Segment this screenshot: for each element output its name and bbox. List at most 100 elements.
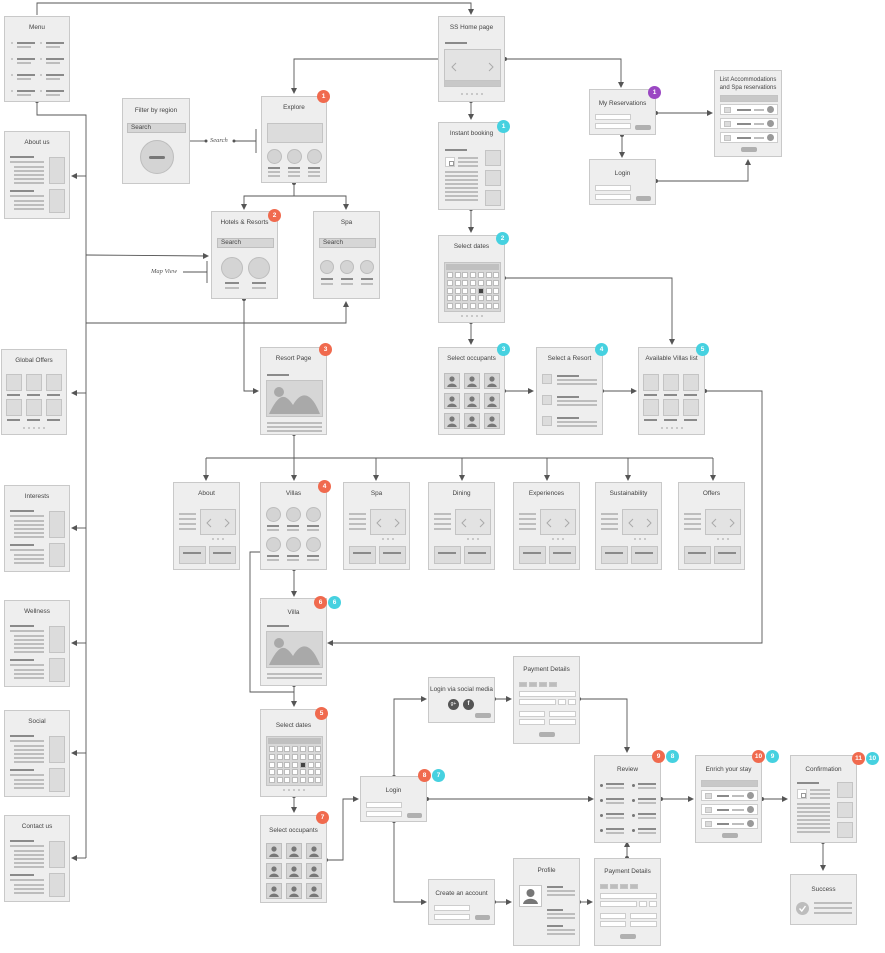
calendar-day-cell[interactable] <box>307 761 314 768</box>
screen-resort-page[interactable]: Resort Page <box>260 347 327 435</box>
calendar-day-cell[interactable] <box>470 303 477 310</box>
carousel[interactable] <box>370 509 406 535</box>
chevron-right-icon[interactable] <box>479 518 485 528</box>
person-icon[interactable] <box>286 843 302 859</box>
person-icon[interactable] <box>266 843 282 859</box>
screen-payment-top[interactable]: Payment Details <box>513 656 580 744</box>
screen-enrich-stay[interactable]: Enrich your stay <box>695 755 762 843</box>
calendar-day-cell[interactable] <box>493 287 500 294</box>
calendar-day-cell[interactable] <box>269 769 275 776</box>
content-tile[interactable] <box>714 546 741 564</box>
calendar-day-cell[interactable] <box>462 272 469 278</box>
close-icon[interactable] <box>767 106 774 113</box>
login-button[interactable] <box>407 813 422 818</box>
calendar-day-cell[interactable] <box>307 777 314 784</box>
calendar-day-cell[interactable] <box>292 777 299 784</box>
calendar-day-cell[interactable] <box>493 272 500 278</box>
pay-button[interactable] <box>620 934 636 939</box>
add-icon[interactable] <box>747 820 754 827</box>
screen-offers[interactable]: Offers <box>678 482 745 570</box>
chevron-right-icon[interactable] <box>394 518 400 528</box>
calendar-day-cell[interactable] <box>276 746 283 752</box>
screen-available-villas[interactable]: Available Villas list <box>638 347 705 435</box>
carousel[interactable] <box>622 509 658 535</box>
close-icon[interactable] <box>767 134 774 141</box>
screen-about-us[interactable]: About us <box>4 131 70 219</box>
calendar-day-cell[interactable] <box>477 295 484 302</box>
calendar-day-cell[interactable] <box>315 746 322 752</box>
chevron-left-icon[interactable] <box>628 518 634 528</box>
add-icon[interactable] <box>747 792 754 799</box>
person-icon[interactable] <box>484 413 500 429</box>
calendar-day-cell[interactable] <box>477 279 484 286</box>
close-icon[interactable] <box>767 120 774 127</box>
screen-hotels-resorts[interactable]: Hotels & Resorts Search <box>211 211 278 299</box>
screen-login-social[interactable]: Login via social media g+ f <box>428 677 495 723</box>
screen-login-top[interactable]: Login <box>589 159 656 205</box>
calendar-day-cell[interactable] <box>284 753 291 760</box>
content-tile[interactable] <box>179 546 206 564</box>
calendar-day-cell[interactable] <box>485 272 492 278</box>
calendar-day-cell[interactable] <box>462 295 469 302</box>
calendar-day-cell[interactable] <box>269 761 275 768</box>
calendar-day-cell[interactable] <box>454 272 461 278</box>
screen-confirmation[interactable]: Confirmation <box>790 755 857 843</box>
person-icon[interactable] <box>286 863 302 879</box>
content-tile[interactable] <box>601 546 628 564</box>
screen-spa[interactable]: Spa <box>343 482 410 570</box>
carousel[interactable] <box>705 509 741 535</box>
calendar-day-cell[interactable] <box>447 295 453 302</box>
add-icon[interactable] <box>747 806 754 813</box>
calendar-day-cell[interactable] <box>462 303 469 310</box>
calendar-day-cell[interactable] <box>454 303 461 310</box>
screen-wellness[interactable]: Wellness <box>4 600 70 687</box>
screen-spa-top[interactable]: Spa Search <box>313 211 380 299</box>
calendar-day-cell[interactable] <box>315 761 322 768</box>
screen-create-account[interactable]: Create an account <box>428 879 495 925</box>
screen-select-dates-bottom[interactable]: Select dates <box>260 709 327 797</box>
screen-global-offers[interactable]: Global Offers <box>1 349 67 435</box>
chevron-left-icon[interactable] <box>376 518 382 528</box>
calendar-day-cell[interactable] <box>477 287 484 294</box>
chevron-left-icon[interactable] <box>461 518 467 528</box>
content-tile[interactable] <box>519 546 546 564</box>
calendar-day-cell[interactable] <box>493 303 500 310</box>
calendar-day-cell[interactable] <box>315 777 322 784</box>
content-tile[interactable] <box>631 546 658 564</box>
continue-button[interactable] <box>722 833 738 838</box>
calendar-day-cell[interactable] <box>276 769 283 776</box>
screen-social[interactable]: Social <box>4 710 70 797</box>
chevron-right-icon[interactable] <box>646 518 652 528</box>
calendar-day-cell[interactable] <box>454 287 461 294</box>
screen-villas[interactable]: Villas <box>260 482 327 570</box>
calendar-day-cell[interactable] <box>447 279 453 286</box>
calendar-day-cell[interactable] <box>447 287 453 294</box>
person-icon[interactable] <box>444 373 460 389</box>
calendar-day-cell[interactable] <box>276 761 283 768</box>
calendar-day-cell[interactable] <box>299 746 306 752</box>
person-icon[interactable] <box>444 393 460 409</box>
calendar-day-cell[interactable] <box>477 272 484 278</box>
screen-menu[interactable]: Menu <box>4 16 70 102</box>
calendar-day-cell[interactable] <box>454 295 461 302</box>
create-account-button[interactable] <box>475 915 490 920</box>
carousel[interactable] <box>455 509 491 535</box>
pay-button[interactable] <box>539 732 555 737</box>
calendar-day-cell[interactable] <box>299 769 306 776</box>
calendar-day-cell[interactable] <box>276 777 283 784</box>
person-icon[interactable] <box>484 373 500 389</box>
content-tile[interactable] <box>434 546 461 564</box>
screen-interests[interactable]: Interests <box>4 485 70 572</box>
calendar-grid[interactable] <box>266 736 323 786</box>
occupant-grid[interactable] <box>266 843 326 903</box>
content-tile[interactable] <box>464 546 491 564</box>
calendar-day-cell[interactable] <box>493 295 500 302</box>
calendar-day-cell[interactable] <box>299 753 306 760</box>
content-tile[interactable] <box>209 546 236 564</box>
calendar-day-cell[interactable] <box>462 287 469 294</box>
calendar-day-cell[interactable] <box>470 279 477 286</box>
content-tile[interactable] <box>549 546 576 564</box>
person-icon[interactable] <box>464 393 480 409</box>
chevron-right-icon[interactable] <box>224 518 230 528</box>
chevron-left-icon[interactable] <box>451 62 457 72</box>
